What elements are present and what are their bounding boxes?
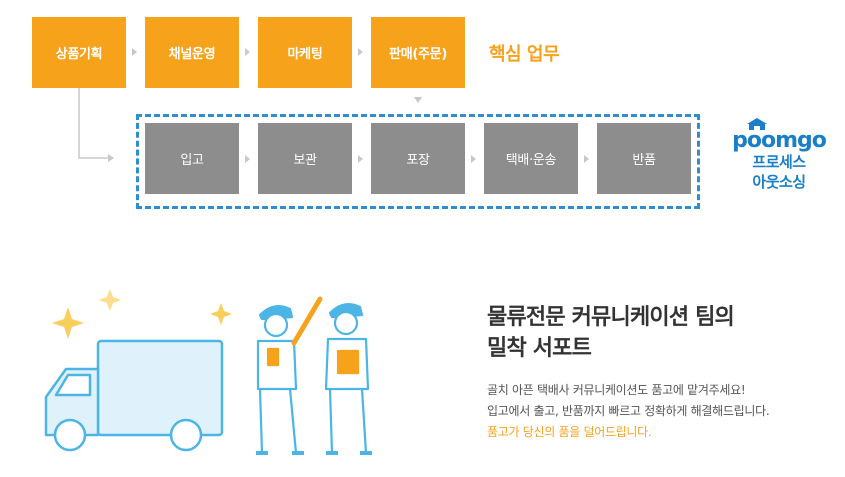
support-tagline: 품고가 당신의 품을 덜어드립니다.: [487, 425, 652, 439]
truck-icon: [44, 339, 224, 452]
svg-text:poomgo: poomgo: [732, 128, 827, 152]
arrow-right-icon: [132, 48, 137, 56]
sparkle-icon: [210, 303, 232, 325]
outsourcing-frame: [136, 114, 700, 209]
delivery-worker-holding: [324, 302, 372, 455]
connector-line: [78, 88, 108, 159]
delivery-illustration: [44, 289, 372, 455]
sparkle-icon: [52, 307, 84, 339]
arrow-right-icon: [358, 48, 363, 56]
arrow-right-icon: [471, 155, 476, 163]
step-packing: 포장: [371, 123, 465, 194]
arrow-right-icon: [358, 155, 363, 163]
arrow-right-icon: [245, 155, 250, 163]
arrow-right-icon: [245, 48, 250, 56]
support-body: 골치 아픈 택배사 커뮤니케이션도 품고에 맡겨주세요! 입고에서 출고, 반품…: [487, 380, 770, 443]
step-delivery: 택배·운송: [484, 123, 578, 194]
support-body-line: 입고에서 출고, 반품까지 빠르고 정확하게 해결해드립니다.: [487, 404, 770, 418]
sparkle-icon: [99, 289, 121, 311]
step-marketing: 마케팅: [258, 17, 352, 88]
brand-line-outsourcing: 아웃소싱: [752, 173, 806, 191]
arrow-right-icon: [584, 155, 589, 163]
support-body-line: 골치 아픈 택배사 커뮤니케이션도 품고에 맡겨주세요!: [487, 383, 746, 397]
support-title: 물류전문 커뮤니케이션 팀의 밀착 서포트: [487, 302, 735, 364]
arrow-right-icon: [108, 154, 114, 162]
step-returns: 반품: [597, 123, 691, 194]
poomgo-logo: poomgo: [732, 118, 828, 152]
brand-line-process: 프로세스: [752, 153, 806, 171]
core-tasks-label: 핵심 업무: [489, 44, 560, 65]
support-title-line: 물류전문 커뮤니케이션 팀의: [487, 305, 735, 330]
support-title-line: 밀착 서포트: [487, 336, 592, 361]
step-sales-order: 판매(주문): [371, 17, 465, 88]
brand-block: poomgo 프로세스 아웃소싱: [724, 116, 834, 192]
delivery-worker-pointing: [256, 296, 323, 455]
arrow-down-icon: [414, 97, 422, 103]
step-channel-operation: 채널운영: [145, 17, 239, 88]
step-storage: 보관: [258, 123, 352, 194]
step-receiving: 입고: [145, 123, 239, 194]
step-product-planning: 상품기획: [32, 17, 126, 88]
